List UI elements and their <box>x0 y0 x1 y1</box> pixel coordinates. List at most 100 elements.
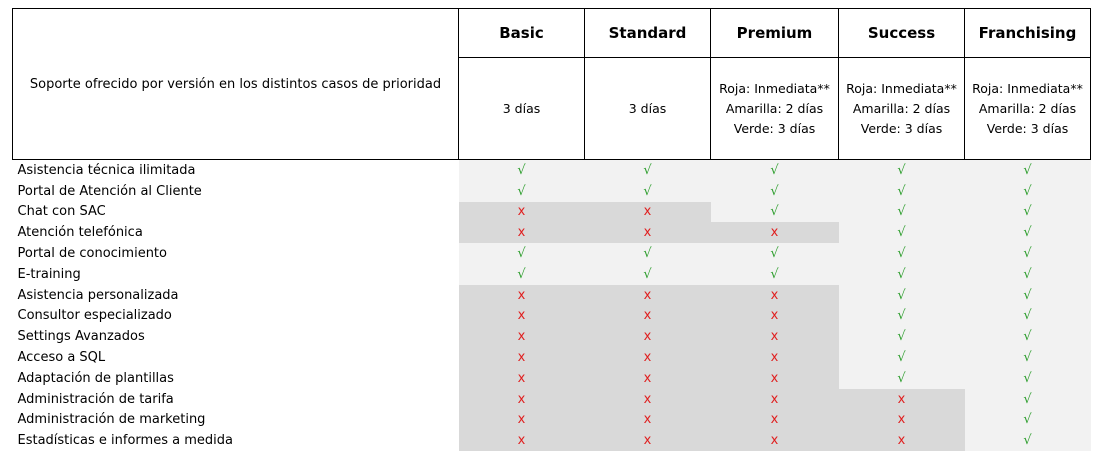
check-mark-franchising: √ <box>964 159 1091 181</box>
sla-line-green: Verde: 3 días <box>986 120 1069 136</box>
sla-line-red: Roja: Inmediata** <box>972 80 1083 96</box>
sla-line: 3 días <box>502 100 541 116</box>
feature-name: Consultor especializado <box>12 305 459 327</box>
sla-premium: Roja: Inmediata** Amarilla: 2 días Verde… <box>710 57 839 160</box>
cross-mark-standard: x <box>584 409 711 431</box>
cross-mark-standard: x <box>584 347 711 368</box>
sla-row: 3 días 3 días Roja: Inmediata** Amarilla… <box>13 57 1091 160</box>
sla-line-yellow: Amarilla: 2 días <box>978 100 1077 116</box>
sla-line-red: Roja: Inmediata** <box>719 80 830 96</box>
feature-name: Portal de Atención al Cliente <box>12 180 459 202</box>
cross-mark-basic: x <box>458 326 585 348</box>
check-mark-franchising: √ <box>964 222 1091 244</box>
check-mark-franchising: √ <box>964 243 1091 264</box>
feature-name: Asistencia técnica ilimitada <box>12 159 459 181</box>
cross-mark-premium: x <box>710 222 839 244</box>
cross-mark-basic: x <box>458 222 585 244</box>
check-mark-success: √ <box>838 263 965 285</box>
check-mark-standard: √ <box>584 263 711 285</box>
feature-name: Settings Avanzados <box>12 326 459 348</box>
plan-name-standard: Standard <box>584 8 711 58</box>
check-mark-franchising: √ <box>964 367 1091 389</box>
cross-mark-standard: x <box>584 201 711 223</box>
check-mark-franchising: √ <box>964 201 1091 223</box>
check-mark-success: √ <box>838 243 965 264</box>
cross-mark-success: x <box>838 388 965 410</box>
cross-mark-premium: x <box>710 347 839 368</box>
check-mark-franchising: √ <box>964 430 1091 452</box>
table-row: E-training√√√√√ <box>12 263 1091 285</box>
feature-name: Acceso a SQL <box>12 347 459 368</box>
check-mark-standard: √ <box>584 243 711 264</box>
check-mark-success: √ <box>838 367 965 389</box>
cross-mark-basic: x <box>458 430 585 452</box>
check-mark-success: √ <box>838 284 965 306</box>
feature-name: Portal de conocimiento <box>12 243 459 264</box>
cross-mark-basic: x <box>458 201 585 223</box>
feature-rows: Asistencia técnica ilimitada√√√√√Portal … <box>12 159 1091 452</box>
table-row: Asistencia técnica ilimitada√√√√√ <box>12 159 1091 181</box>
check-mark-premium: √ <box>710 201 839 223</box>
plan-name-franchising: Franchising <box>964 8 1091 58</box>
feature-name: Atención telefónica <box>12 222 459 244</box>
check-mark-premium: √ <box>710 159 839 181</box>
feature-name: Administración de marketing <box>12 409 459 431</box>
check-mark-success: √ <box>838 222 965 244</box>
check-mark-success: √ <box>838 305 965 327</box>
sla-line-green: Verde: 3 días <box>860 120 943 136</box>
check-mark-basic: √ <box>458 180 585 202</box>
check-mark-franchising: √ <box>964 388 1091 410</box>
plan-name-basic: Basic <box>458 8 585 58</box>
cross-mark-basic: x <box>458 367 585 389</box>
cross-mark-standard: x <box>584 305 711 327</box>
cross-mark-standard: x <box>584 326 711 348</box>
feature-name: Chat con SAC <box>12 201 459 223</box>
cross-mark-success: x <box>838 409 965 431</box>
cross-mark-standard: x <box>584 367 711 389</box>
cross-mark-premium: x <box>710 284 839 306</box>
cross-mark-basic: x <box>458 284 585 306</box>
cross-mark-standard: x <box>584 388 711 410</box>
plan-header-row: Soporte ofrecido por versión en los dist… <box>12 8 1091 160</box>
sla-basic: 3 días <box>458 57 585 160</box>
check-mark-basic: √ <box>458 243 585 264</box>
cross-mark-premium: x <box>710 430 839 452</box>
check-mark-standard: √ <box>584 180 711 202</box>
sla-line-yellow: Amarilla: 2 días <box>725 100 824 116</box>
check-mark-franchising: √ <box>964 326 1091 348</box>
feature-name: Asistencia personalizada <box>12 284 459 306</box>
table-row: Portal de conocimiento√√√√√ <box>12 243 1091 264</box>
sla-franchising: Roja: Inmediata** Amarilla: 2 días Verde… <box>964 57 1091 160</box>
cross-mark-premium: x <box>710 305 839 327</box>
feature-name: Estadísticas e informes a medida <box>12 430 459 452</box>
plan-name-premium: Premium <box>710 8 839 58</box>
feature-name: E-training <box>12 263 459 285</box>
support-description: Soporte ofrecido por versión en los dist… <box>12 8 459 160</box>
cross-mark-premium: x <box>710 388 839 410</box>
check-mark-franchising: √ <box>964 347 1091 368</box>
check-mark-franchising: √ <box>964 284 1091 306</box>
check-mark-success: √ <box>838 159 965 181</box>
feature-name: Administración de tarifa <box>12 388 459 410</box>
check-mark-franchising: √ <box>964 180 1091 202</box>
cross-mark-basic: x <box>458 388 585 410</box>
cross-mark-premium: x <box>710 409 839 431</box>
cross-mark-basic: x <box>458 305 585 327</box>
cross-mark-standard: x <box>584 430 711 452</box>
plan-name-success: Success <box>838 8 965 58</box>
sla-line-green: Verde: 3 días <box>733 120 816 136</box>
cross-mark-premium: x <box>710 367 839 389</box>
sla-standard: 3 días <box>584 57 711 160</box>
sla-line-yellow: Amarilla: 2 días <box>852 100 951 116</box>
cross-mark-standard: x <box>584 222 711 244</box>
